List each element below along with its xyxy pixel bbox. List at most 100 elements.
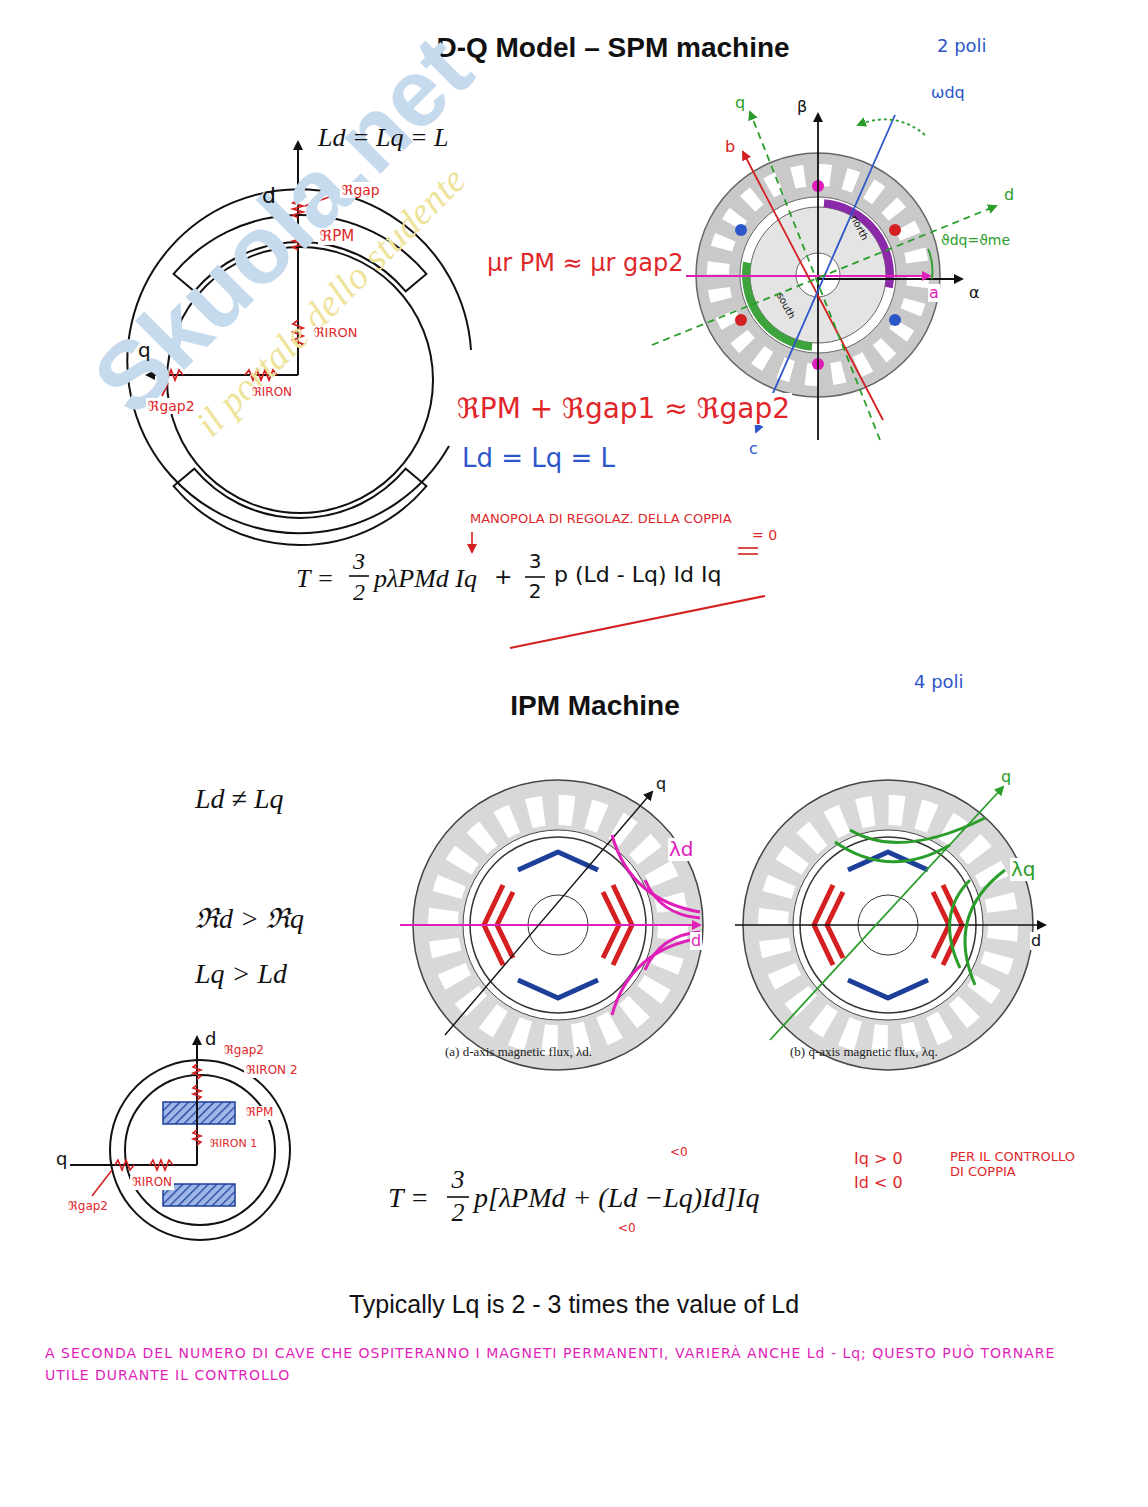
axis-label: q: [655, 775, 667, 793]
formula: Ld ≠ Lq: [195, 785, 284, 813]
handwritten-note: PER IL CONTROLLO DI COPPIA: [948, 1150, 1082, 1180]
ipm-sketch: [92, 1064, 201, 1196]
ipm-motor-b: [965, 870, 1005, 985]
axis-lines: [817, 114, 819, 440]
ipm-motor-a: [518, 852, 598, 870]
handwritten-note: Ld = Lq = L: [460, 444, 617, 474]
axis-label: α: [968, 284, 981, 302]
ipm-motor-a: [645, 880, 700, 918]
formula: 3: [529, 551, 542, 571]
formula: p (Ld - Lq) Id Iq: [554, 564, 721, 586]
axis-lines: [818, 278, 962, 280]
handwritten-note: 4 poli: [912, 672, 966, 693]
handwritten-note: = 0: [750, 527, 779, 543]
equation-marks: [447, 1196, 469, 1198]
equation-marks: [738, 553, 758, 555]
axis-lines: [650, 275, 930, 277]
reluctance-label: ℜPM: [318, 228, 356, 245]
ipm-sketch: [163, 1102, 235, 1124]
formula: +: [494, 566, 512, 588]
formula: Ld = Lq = L: [318, 125, 448, 151]
ipm-motor-a: [612, 835, 700, 912]
formula: T =: [296, 566, 334, 592]
reluctance-label: ℜIRON: [312, 326, 359, 341]
reluctance-label: ℜIRON 2: [244, 1064, 300, 1078]
handwritten-note: MANOPOLA DI REGOLAZ. DELLA COPPIA: [468, 512, 734, 527]
formula: 2: [452, 1200, 465, 1226]
ipm-sketch: [150, 1160, 173, 1170]
ipm-motor-a: [445, 792, 652, 1035]
reluctance-label: ℜIRON: [250, 386, 294, 400]
axis-lines: [652, 206, 996, 345]
spm-motor: [889, 314, 901, 326]
handwritten-note: A SECONDA DEL NUMERO DI CAVE CHE OSPITER…: [45, 1342, 1105, 1387]
axis-label: q: [138, 340, 151, 360]
ipm-sketch: [193, 1130, 201, 1145]
ipm-motor-a: [612, 938, 700, 1015]
handwritten-note: <0: [668, 1146, 690, 1160]
reluctance-label: ℜgap2: [222, 1044, 266, 1058]
axis-lines: [756, 115, 895, 432]
reluctance-label: ℜgap2: [146, 398, 197, 414]
equation-marks: [525, 576, 545, 578]
figure-caption: (a) d-axis magnetic flux, λd.: [445, 1045, 592, 1060]
ipm-motor-b: [770, 787, 1003, 1040]
axis-label: ωdq: [930, 84, 966, 102]
axis-lines: [650, 112, 996, 440]
axis-label: d: [205, 1030, 216, 1048]
ipm-sketch: [196, 1037, 198, 1165]
equation-marks: [510, 596, 765, 648]
formula: p[λPMd + (Ld −Lq)Id]Iq: [474, 1184, 760, 1212]
formula: Lq > Ld: [195, 960, 287, 988]
axis-label: d: [690, 932, 702, 950]
axis-lines: [750, 112, 880, 440]
ipm-motor-b: [848, 980, 928, 998]
ipm-sketch: [193, 1085, 201, 1100]
ipm-sketch: [92, 1170, 112, 1196]
axis-lines: [858, 119, 925, 135]
handwritten-note: ℜPM + ℜgap1 ≈ ℜgap2: [455, 393, 792, 425]
formula: 3: [452, 1167, 465, 1193]
spm-motor: [735, 224, 747, 236]
handwritten-note: <0: [616, 1222, 638, 1236]
flux-label: λd: [668, 838, 695, 861]
ipm-motor-a: [400, 780, 703, 1070]
ipm-sketch: [115, 1160, 134, 1170]
axis-label: q: [56, 1150, 67, 1168]
axis-label: q: [734, 94, 746, 112]
formula: ℜd > ℜq: [195, 905, 304, 933]
ipm-motor-a: [400, 924, 700, 926]
section-heading: IPM Machine: [510, 690, 680, 722]
reluctance-label: ℜIRON: [130, 1176, 174, 1190]
axis-label: c: [748, 440, 759, 458]
formula: 3: [353, 549, 365, 573]
spm-motor: [889, 224, 901, 236]
formula: 2: [529, 581, 542, 601]
formula: T =: [388, 1184, 429, 1212]
ipm-motor-b: [735, 780, 1045, 1070]
spm-sketch: [174, 469, 427, 545]
axis-label: d: [262, 185, 276, 207]
spm-motor: [735, 314, 747, 326]
axis-label: q: [1000, 768, 1012, 786]
flux-label: λq: [1010, 858, 1037, 881]
page-title: D-Q Model – SPM machine: [436, 32, 789, 64]
ipm-motor-a: [612, 835, 700, 1015]
axis-lines: [928, 249, 933, 279]
handwritten-note: μr PM ≈ μr gap2: [485, 250, 686, 278]
ipm-motor-b: [850, 818, 985, 843]
handwritten-note: Id < 0: [852, 1174, 905, 1192]
reluctance-label: ℜgap2: [66, 1200, 110, 1214]
reluctance-label: ℜIRON 1: [208, 1138, 259, 1151]
ipm-motor-b: [735, 924, 1045, 925]
ipm-motor-a: [518, 980, 598, 998]
ipm-sketch: [110, 1060, 290, 1240]
reluctance-label: ℜPM: [244, 1106, 275, 1120]
body-text: Typically Lq is 2 - 3 times the value of…: [349, 1290, 799, 1319]
formula: pλPMd Iq: [374, 566, 477, 592]
angle-label: ϑdq=ϑme: [940, 232, 1011, 248]
equation-marks: [349, 575, 369, 577]
axis-label: b: [724, 138, 736, 156]
